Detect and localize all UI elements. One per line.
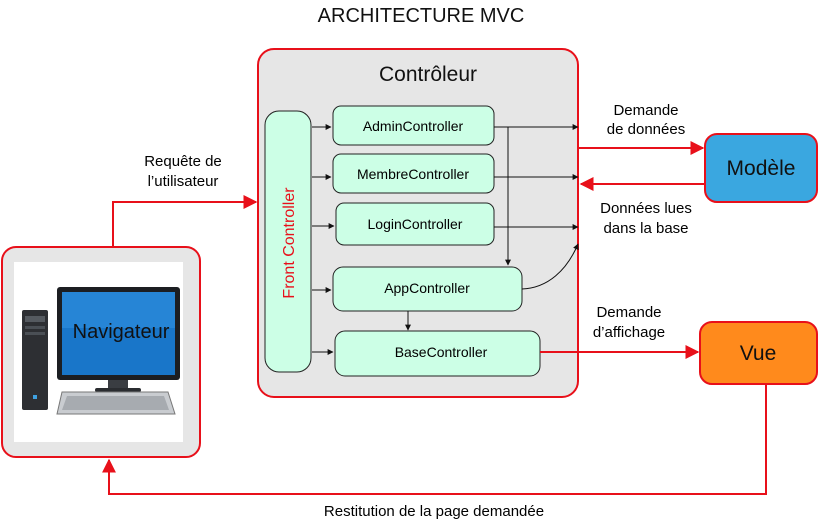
login-controller-box	[335, 202, 495, 246]
page-return-label: Restitution de la page demandée	[324, 503, 544, 520]
user-request-label-1: Requête de	[144, 153, 222, 170]
view-box	[699, 321, 818, 385]
request-arrow	[112, 195, 258, 247]
front-to-controllers-arrows	[312, 124, 335, 355]
admin-controller-label: AdminController	[363, 118, 464, 134]
user-request-label-2: l’utilisateur	[148, 173, 219, 190]
data-request-label-2: de données	[607, 121, 685, 138]
controller-title: Contrôleur	[379, 63, 477, 86]
model-box	[704, 133, 818, 203]
computer-icon	[22, 287, 180, 415]
browser-label: Navigateur	[73, 321, 170, 343]
admin-controller-box	[332, 105, 495, 146]
diagram-title: ARCHITECTURE MVC	[318, 5, 525, 27]
app-controller-label: AppController	[384, 280, 470, 296]
data-read-label-1: Données lues	[600, 200, 692, 217]
page-return-arrow	[102, 385, 767, 495]
base-controller-label: BaseController	[395, 344, 488, 360]
base-controller-box	[334, 330, 541, 377]
controller-inheritance-arrows	[405, 124, 579, 331]
view-label: Vue	[740, 342, 777, 365]
data-request-label-1: Demande	[613, 102, 678, 119]
front-controller-box	[264, 110, 312, 373]
red-arrows	[102, 141, 767, 495]
model-label: Modèle	[727, 157, 796, 180]
membre-controller-box	[332, 153, 495, 194]
display-request-label-2: d’affichage	[593, 324, 665, 341]
data-read-label-2: dans la base	[603, 220, 688, 237]
membre-controller-label: MembreController	[357, 166, 469, 182]
display-request-label-1: Demande	[596, 304, 661, 321]
front-controller-label: Front Controller	[281, 187, 298, 299]
login-controller-label: LoginController	[368, 216, 463, 232]
